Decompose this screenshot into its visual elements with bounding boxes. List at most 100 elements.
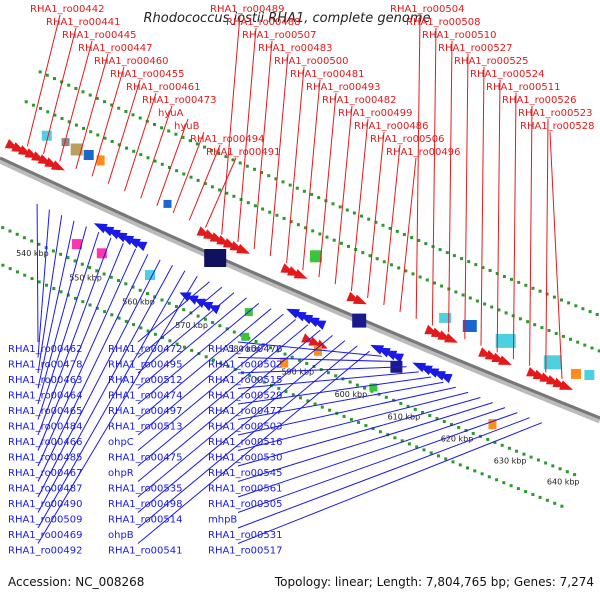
tick-dot xyxy=(132,323,136,327)
tick-dot xyxy=(95,269,99,273)
tick-dot xyxy=(342,414,346,418)
gene-label: RHA1_ro00523 xyxy=(518,108,593,119)
gene-label: RHA1_ro00507 xyxy=(242,30,317,41)
tick-dot xyxy=(368,254,372,258)
label-leader-line xyxy=(237,381,444,420)
label-leader-line xyxy=(37,265,173,513)
backbone-line xyxy=(0,156,600,420)
tick-dot xyxy=(413,407,417,411)
label-leader-line xyxy=(237,407,506,498)
kbp-tick-label: 570 kbp xyxy=(175,321,208,330)
label-leaders xyxy=(26,14,563,544)
tick-dot xyxy=(124,319,128,323)
label-leader-line xyxy=(37,226,87,405)
reverse-gene-arrow xyxy=(120,235,135,246)
reverse-gene-arrow xyxy=(133,241,148,252)
tick-dot xyxy=(442,420,446,423)
label-leader-line xyxy=(383,144,401,306)
tick-dot xyxy=(457,426,461,429)
gene-label: RHA1_ro00489 xyxy=(210,4,285,15)
gene-label: RHA1_ro00492 xyxy=(8,546,83,557)
tick-dot xyxy=(211,321,215,324)
forward-gene-arrow xyxy=(293,269,308,279)
tick-dot xyxy=(132,149,136,153)
tick-dot xyxy=(411,272,415,276)
label-leader-line xyxy=(140,105,173,199)
tick-dot xyxy=(260,171,264,174)
tick-dot xyxy=(139,153,143,157)
tick-dot xyxy=(352,211,356,215)
label-leader-line xyxy=(37,209,50,358)
tick-dot xyxy=(481,266,485,270)
gene-label: RHA1_ro00477 xyxy=(208,406,283,417)
tick-dot xyxy=(59,290,63,294)
label-leader-line xyxy=(36,203,39,343)
label-leader-line xyxy=(237,422,543,544)
label-leader-line xyxy=(415,14,421,319)
gene-label: RHA1_ro00541 xyxy=(108,546,183,557)
tick-dot xyxy=(364,424,368,428)
tick-dot xyxy=(60,117,64,120)
tick-dot xyxy=(588,310,592,314)
tick-dot xyxy=(262,380,266,384)
tick-dot xyxy=(538,289,542,293)
gene-label: RHA1_ro00495 xyxy=(108,360,183,371)
gene-label: RHA1_ro00467 xyxy=(8,468,83,479)
tick-dot xyxy=(561,334,565,338)
label-leader-line xyxy=(37,276,198,544)
gene-label: RHA1_ro00515 xyxy=(208,375,283,386)
feature-box xyxy=(439,312,452,323)
tick-dot xyxy=(66,256,70,260)
gene-label: RHA1_ro00469 xyxy=(8,530,83,541)
forward-gene-arrow xyxy=(308,336,321,346)
tick-dot xyxy=(16,270,19,274)
tick-dot xyxy=(504,311,508,315)
gene-label: RHA1_ro00499 xyxy=(338,108,413,119)
reverse-gene-arrow xyxy=(299,314,314,325)
gene-label: RHA1_ro00482 xyxy=(322,95,397,106)
gene-label: RHA1_ro00529 xyxy=(208,391,283,402)
label-leader-line xyxy=(302,79,321,271)
tick-dot xyxy=(131,113,135,117)
tick-dot xyxy=(306,399,310,403)
feature-track xyxy=(4,130,595,430)
gene-label: RHA1_ro00490 xyxy=(8,499,83,510)
tick-dot xyxy=(305,361,309,365)
forward-gene-arrow xyxy=(559,380,573,390)
tick-dot xyxy=(168,339,172,343)
tick-dot xyxy=(74,296,77,300)
tick-dot xyxy=(67,83,71,87)
label-leader-line xyxy=(37,237,112,436)
gene-label: RHA1_ro00502 xyxy=(208,360,283,371)
tick-dot xyxy=(103,100,106,104)
tick-dot xyxy=(473,469,477,473)
reverse-gene-arrow xyxy=(425,368,440,378)
tick-dot xyxy=(450,423,453,426)
tick-dot xyxy=(435,417,439,420)
gene-label: RHA1_ro00513 xyxy=(108,422,183,433)
tick-dot xyxy=(511,314,515,318)
kbp-tick-label: 580 kbp xyxy=(228,344,261,353)
tick-dot xyxy=(161,336,165,340)
tick-dot xyxy=(392,398,396,402)
tick-dot xyxy=(274,177,278,181)
tick-dot xyxy=(203,145,206,149)
gene-label: RHA1_ro00460 xyxy=(94,56,169,67)
tick-dot xyxy=(95,306,99,310)
feature-box xyxy=(145,270,155,280)
tick-dot xyxy=(95,96,99,100)
tick-dot xyxy=(190,348,194,352)
tick-dot xyxy=(269,346,272,350)
tick-dot xyxy=(174,132,178,136)
tick-dot xyxy=(74,123,78,127)
label-leader-line xyxy=(334,105,353,285)
tick-dot xyxy=(536,458,540,462)
tick-dot xyxy=(454,290,458,294)
tick-dot xyxy=(310,192,314,196)
gene-label: RHA1_ro00487 xyxy=(8,484,83,495)
tick-dot xyxy=(347,244,350,248)
tick-dot xyxy=(529,455,533,459)
tick-dot xyxy=(226,364,230,368)
tick-dot xyxy=(597,349,600,353)
tick-dot xyxy=(495,272,499,275)
